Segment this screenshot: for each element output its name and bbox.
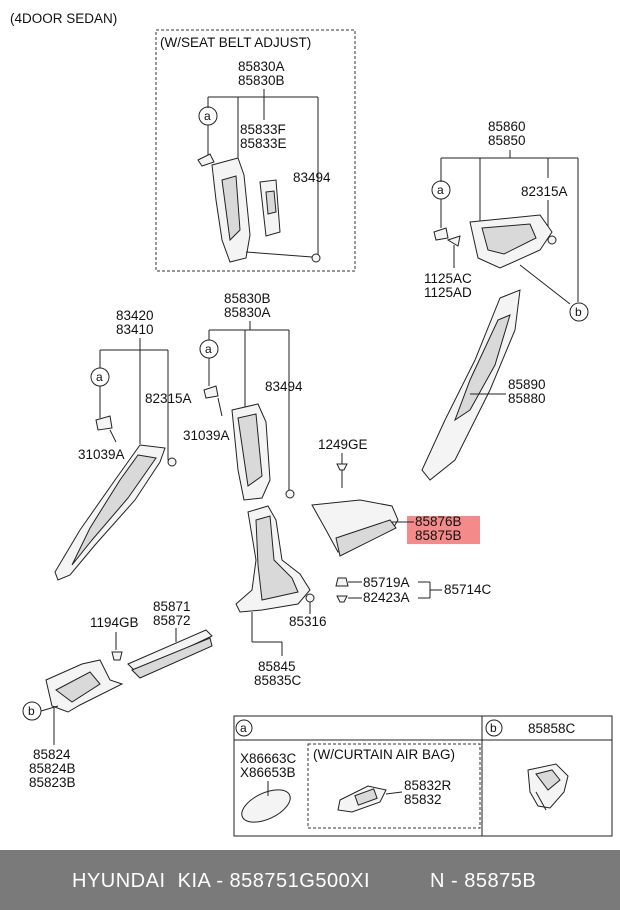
legend-b-clip (527, 763, 569, 811)
center-upper-code-b[interactable]: 85830A (224, 305, 271, 320)
footer-catalog-code: N - 85875B (430, 870, 537, 892)
legend-a-plug (241, 781, 291, 823)
seatbelt-code-a[interactable]: 85830A (238, 59, 285, 74)
highlight-box (407, 516, 480, 544)
center-lower-code-b[interactable]: 85835C (254, 673, 302, 688)
center-upper-clip-code[interactable]: 83494 (265, 379, 303, 394)
airbag-code-1[interactable]: 85832R (404, 778, 452, 793)
rear-pillar-bolt-b[interactable]: 1125AD (424, 285, 472, 300)
rear-trim-bolt-code[interactable]: 1249GE (318, 437, 368, 452)
rear-trim-assy-code[interactable]: 85714C (444, 582, 492, 597)
scuff-screw-code[interactable]: 1194GB (90, 615, 139, 630)
svg-text:b: b (28, 704, 35, 718)
rear-pillar-clip-code[interactable]: 82315A (521, 184, 568, 199)
legend-b-code[interactable]: 85858C (528, 721, 576, 736)
cowl-trim (45, 659, 124, 713)
seatbelt-group-title: (W/SEAT BELT ADJUST) (160, 35, 311, 50)
svg-text:a: a (240, 721, 247, 735)
cowl-leaders (40, 705, 59, 745)
c-pillar-code-a[interactable]: 85890 (508, 377, 546, 392)
legend-marker-b[interactable]: b (485, 719, 503, 737)
rear-trim-code-a[interactable]: 85876B (415, 514, 462, 529)
airbag-clip (337, 785, 403, 813)
center-lower-leaders (251, 612, 283, 656)
scuff-code-a[interactable]: 85871 (153, 599, 191, 614)
svg-text:a: a (437, 183, 444, 197)
cowl-code-a[interactable]: 85824 (33, 747, 71, 762)
center-upper-marker-a[interactable]: a (199, 339, 219, 359)
center-upper-trim (203, 385, 295, 501)
airbag-code-2[interactable]: 85832 (404, 792, 442, 807)
center-upper-screw-code[interactable]: 31039A (183, 428, 230, 443)
rear-pillar-code-b[interactable]: 85850 (488, 133, 526, 148)
seatbelt-pillar-trim (197, 153, 251, 263)
front-pillar-clip-code[interactable]: 82315A (145, 391, 192, 406)
c-pillar-code-b[interactable]: 85880 (508, 391, 546, 406)
rear-pillar-marker-a[interactable]: a (431, 180, 451, 200)
cowl-marker-b[interactable]: b (22, 701, 42, 721)
svg-text:b: b (490, 721, 497, 735)
rear-pillar-trim (433, 214, 557, 269)
front-pillar-marker-a[interactable]: a (90, 367, 110, 387)
scuff-code-b[interactable]: 85872 (153, 613, 191, 628)
seatbelt-clip (311, 253, 321, 263)
seatbelt-code-b[interactable]: 85830B (238, 73, 285, 88)
legend-a-code-2[interactable]: X86653B (240, 765, 296, 780)
rear-trim-panel (311, 499, 399, 557)
rear-trim-nut-code[interactable]: 85719A (363, 575, 410, 590)
center-upper-leaders (208, 321, 290, 490)
svg-text:a: a (204, 109, 211, 123)
seatbelt-adjuster-cover (259, 179, 281, 237)
front-pillar-code-a[interactable]: 83420 (116, 308, 154, 323)
c-pillar-lower-trim (421, 289, 521, 481)
footer-part-number: HYUNDAI KIA - 858751G500XI (72, 870, 371, 892)
legend-table (233, 715, 613, 837)
seatbelt-marker-a[interactable]: a (198, 106, 218, 126)
seatbelt-clip-leader (245, 251, 313, 258)
rear-trim-clip-code[interactable]: 82423A (363, 590, 410, 605)
seatbelt-clip-code[interactable]: 83494 (293, 170, 331, 185)
seatbelt-cover-code-b[interactable]: 85833E (240, 136, 287, 151)
rear-trim-fasteners (335, 577, 442, 603)
front-pillar-trim (54, 415, 177, 581)
center-lower-clip-code[interactable]: 85316 (289, 614, 327, 629)
svg-text:b: b (575, 305, 582, 319)
cowl-code-c[interactable]: 85823B (29, 775, 76, 790)
front-pillar-leaders (99, 338, 169, 460)
svg-text:a: a (205, 342, 212, 356)
airbag-box (307, 743, 481, 829)
legend-a-code-1[interactable]: X86663C (240, 751, 297, 766)
rear-pillar-bolt-a[interactable]: 1125AC (424, 271, 472, 286)
rear-pillar-leaders (440, 150, 579, 305)
center-lower-trim (235, 505, 315, 613)
front-pillar-code-b[interactable]: 83410 (116, 322, 154, 337)
footer-bar: HYUNDAI KIA - 858751G500XI N - 85875B (0, 850, 620, 910)
legend-marker-a[interactable]: a (235, 719, 253, 737)
rear-trim-bolt (336, 453, 348, 488)
front-pillar-screw-code[interactable]: 31039A (78, 447, 125, 462)
rear-trim-code-b-highlighted[interactable]: 85875B (415, 528, 462, 543)
parts-diagram: (4DOOR SEDAN) (W/SEAT BELT ADJUST) 85830… (10, 11, 613, 837)
airbag-title: (W/CURTAIN AIR BAG) (313, 747, 455, 762)
seatbelt-cover-code-a[interactable]: 85833F (240, 122, 286, 137)
variant-label: (4DOOR SEDAN) (10, 11, 117, 26)
rear-pillar-marker-b[interactable]: b (569, 302, 589, 322)
center-lower-code-a[interactable]: 85845 (258, 659, 296, 674)
rear-pillar-code-a[interactable]: 85860 (488, 119, 526, 134)
svg-text:a: a (96, 370, 103, 384)
scuff-trim (111, 628, 213, 679)
center-upper-code-a[interactable]: 85830B (224, 291, 271, 306)
cowl-code-b[interactable]: 85824B (29, 761, 76, 776)
